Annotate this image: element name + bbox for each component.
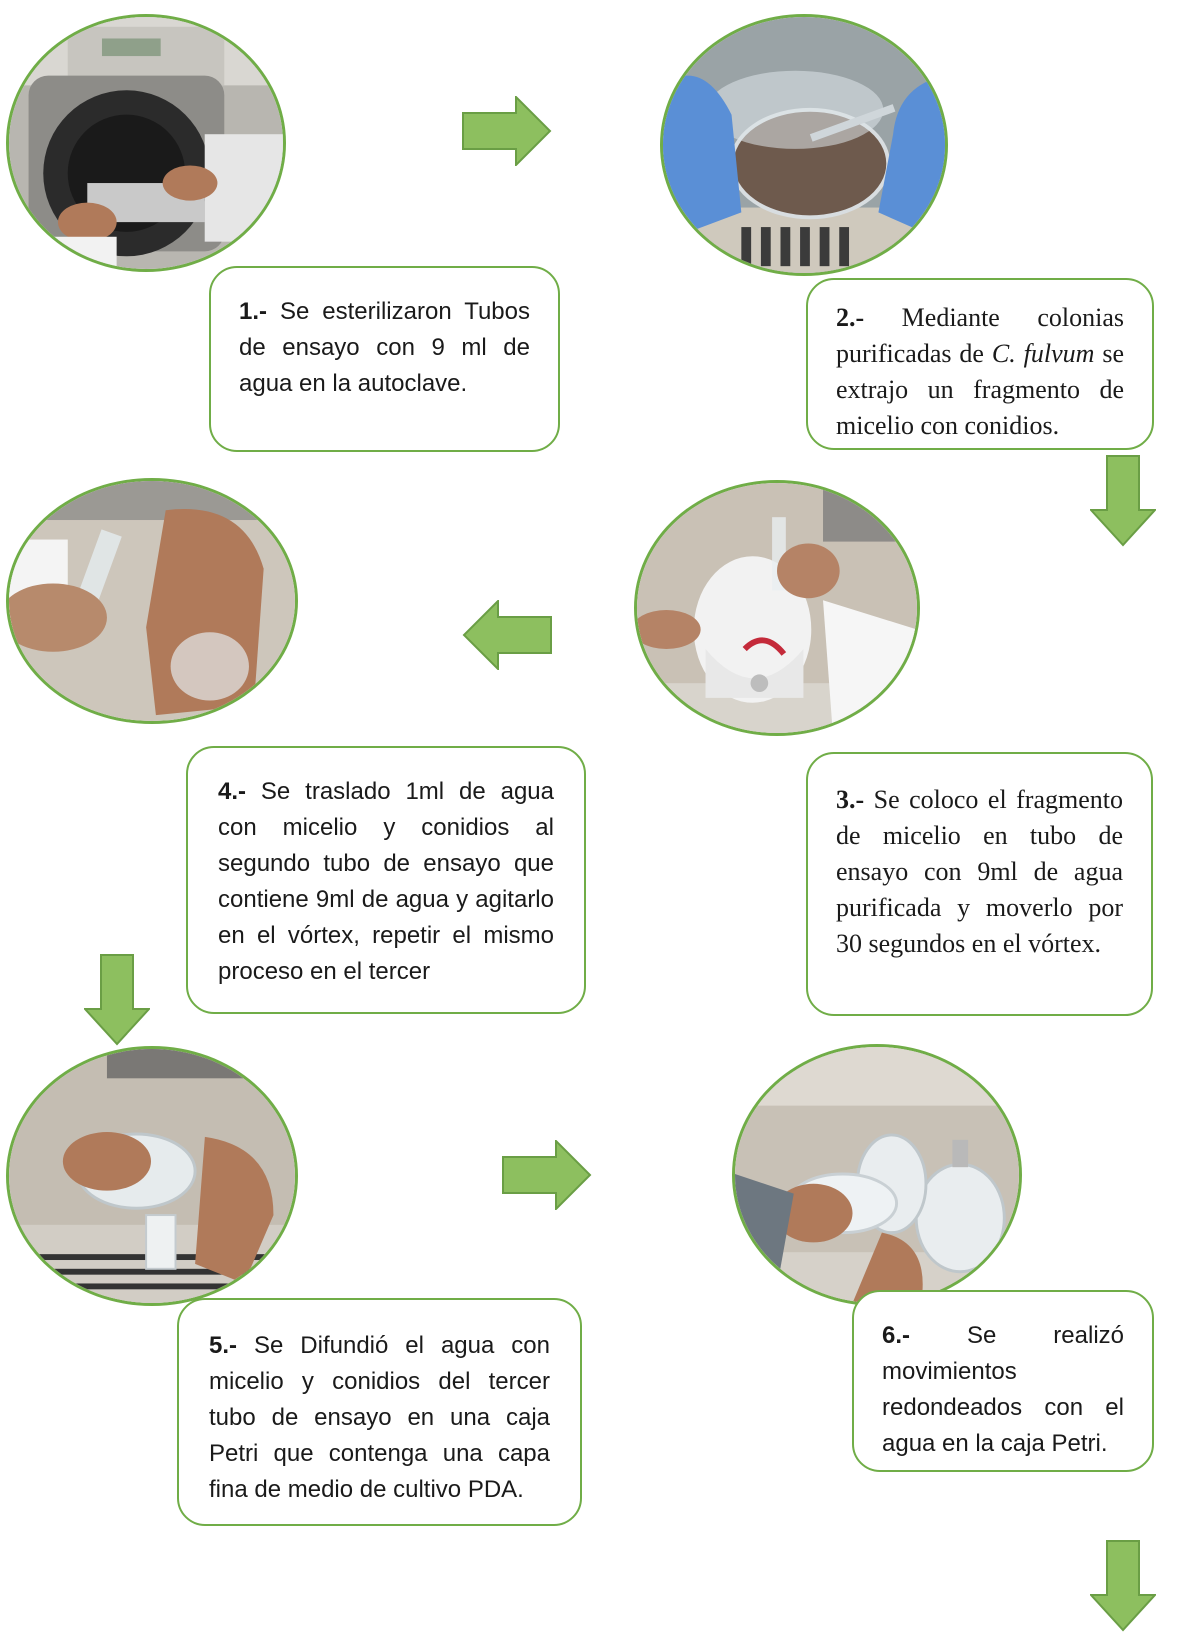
arrow-down-1 bbox=[1090, 455, 1156, 547]
step-4-text: Se traslado 1ml de agua con micelio y co… bbox=[218, 778, 554, 985]
arrow-right-2 bbox=[502, 1140, 592, 1210]
step-2-number: 2.- bbox=[836, 303, 864, 332]
photo-petri-gloves bbox=[660, 14, 948, 276]
step-3-number: 3.- bbox=[836, 785, 864, 814]
arrow-down-3 bbox=[1090, 1540, 1156, 1632]
step-1-box: 1.- Se esterilizaron Tubos de ensayo con… bbox=[209, 266, 560, 452]
step-4-box: 4.- Se traslado 1ml de agua con micelio … bbox=[186, 746, 586, 1014]
photo-tube-transfer bbox=[6, 478, 298, 724]
step-2-box: 2.- Mediante colonias purificadas de C. … bbox=[806, 278, 1154, 450]
arrow-right-1 bbox=[462, 96, 552, 166]
step-6-text: Se realizó movimientos redondeados con e… bbox=[882, 1322, 1124, 1457]
arrow-down-2 bbox=[84, 954, 150, 1046]
step-6-box: 6.- Se realizó movimientos redondeados c… bbox=[852, 1290, 1154, 1472]
photo-spread-petri bbox=[6, 1046, 298, 1306]
step-3-box: 3.- Se coloco el fragmento de micelio en… bbox=[806, 752, 1153, 1016]
step-2-species: C. fulvum bbox=[992, 339, 1095, 368]
step-1-text: Se esterilizaron Tubos de ensayo con 9 m… bbox=[239, 298, 530, 397]
step-5-text: Se Difundió el agua con micelio y conidi… bbox=[209, 1332, 550, 1503]
photo-autoclave bbox=[6, 14, 286, 272]
photo-vortex bbox=[634, 480, 920, 736]
step-1-number: 1.- bbox=[239, 298, 267, 325]
step-6-number: 6.- bbox=[882, 1322, 910, 1349]
step-5-box: 5.- Se Difundió el agua con micelio y co… bbox=[177, 1298, 582, 1526]
arrow-left-1 bbox=[462, 600, 552, 670]
step-5-number: 5.- bbox=[209, 1332, 237, 1359]
step-4-number: 4.- bbox=[218, 778, 246, 805]
photo-swirl-petri bbox=[732, 1044, 1022, 1306]
step-3-text: Se coloco el fragmento de micelio en tub… bbox=[836, 785, 1123, 958]
